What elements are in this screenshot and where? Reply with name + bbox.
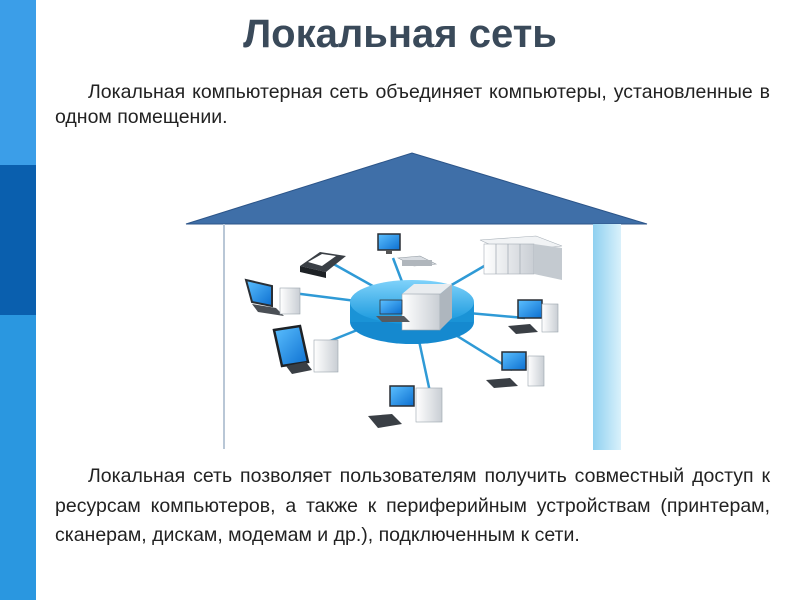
house-left-wall [223, 224, 225, 449]
central-server [376, 284, 452, 331]
sidebar-segment [0, 315, 36, 600]
sidebar-stripe [0, 0, 36, 600]
page-title: Локальная сеть [243, 12, 557, 56]
access-paragraph: Локальная сеть позволяет пользователям п… [55, 465, 770, 546]
desktop-right-2 [486, 351, 545, 388]
server-rack [479, 235, 563, 280]
monitor-top [377, 233, 438, 267]
printer [300, 252, 346, 278]
desktop-right-1 [508, 299, 559, 334]
house-right-wall [593, 224, 621, 450]
sidebar-segment [0, 0, 36, 165]
sidebar-segment [0, 165, 36, 315]
intro-paragraph: Локальная компьютерная сеть объединяет к… [55, 81, 770, 128]
laptop-left [244, 278, 301, 316]
desktop-bottom [368, 385, 443, 428]
house-roof [185, 152, 648, 225]
desktop-left-big [272, 324, 339, 374]
